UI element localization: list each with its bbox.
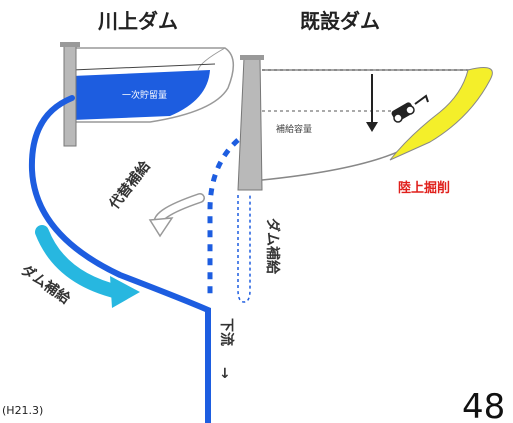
existing-dam-top (240, 55, 264, 60)
upstream-dam: 一次貯留量 (60, 42, 234, 147)
existing-storage-label: 補給容量 (276, 123, 312, 135)
upstream-reservoir-slope (197, 47, 226, 71)
existing-dam-dashed-supply (207, 138, 240, 300)
land-excavation-zone (389, 67, 493, 161)
dam-supply-teal-arrow (35, 225, 140, 308)
existing-dam-title: 既設ダム (300, 9, 380, 33)
upstream-water-surface (71, 63, 216, 71)
upstream-reservoir-outline (70, 47, 234, 123)
storage-drawdown-arrowhead (366, 122, 378, 132)
upstream-supply-pipe (28, 95, 211, 423)
downstream-label: 下流 (218, 318, 235, 346)
alternative-supply-arrow (148, 193, 205, 238)
existing-dam: 補給容量 陸上掘削 (237, 55, 493, 196)
upstream-dam-body (63, 43, 77, 147)
alternative-supply-label: 代替補給 (105, 157, 154, 213)
downstream-arrow: ↓ (219, 366, 231, 382)
upstream-storage-label: 一次貯留量 (122, 89, 167, 101)
page-number: 48 (462, 387, 505, 423)
upstream-water (72, 70, 210, 120)
land-excavation-label: 陸上掘削 (398, 180, 450, 196)
existing-dam-release-channel (237, 195, 251, 303)
upstream-dam-top (60, 42, 80, 47)
existing-dam-body (237, 57, 263, 191)
upstream-dam-title: 川上ダム (97, 9, 178, 33)
dam-supply-right-label: ダム補給 (264, 218, 281, 275)
excavator-icon (391, 94, 429, 123)
date-note: (H21.3) (2, 404, 43, 417)
